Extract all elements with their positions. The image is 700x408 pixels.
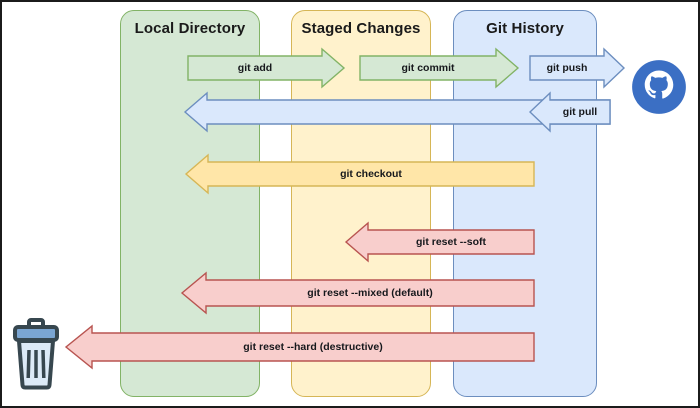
arrow-label-git-reset-soft: git reset --soft (415, 236, 486, 248)
github-icon[interactable] (631, 59, 687, 115)
arrow-label-git-reset-hard: git reset --hard (destructive) (243, 341, 383, 353)
arrow-label-git-reset-mixed: git reset --mixed (default) (307, 287, 433, 299)
arrow-label-git-push: git push (546, 62, 588, 74)
arrow-label-git-pull: git pull (562, 106, 598, 118)
column-title-git-history: Git History (486, 20, 564, 37)
arrow-label-git-commit: git commit (401, 62, 455, 74)
trash-icon (13, 318, 59, 390)
arrow-label-git-add: git add (237, 62, 273, 74)
column-title-staged-changes: Staged Changes (301, 20, 421, 37)
arrow-label-git-checkout: git checkout (340, 168, 402, 180)
column-title-local-directory: Local Directory (134, 20, 246, 37)
